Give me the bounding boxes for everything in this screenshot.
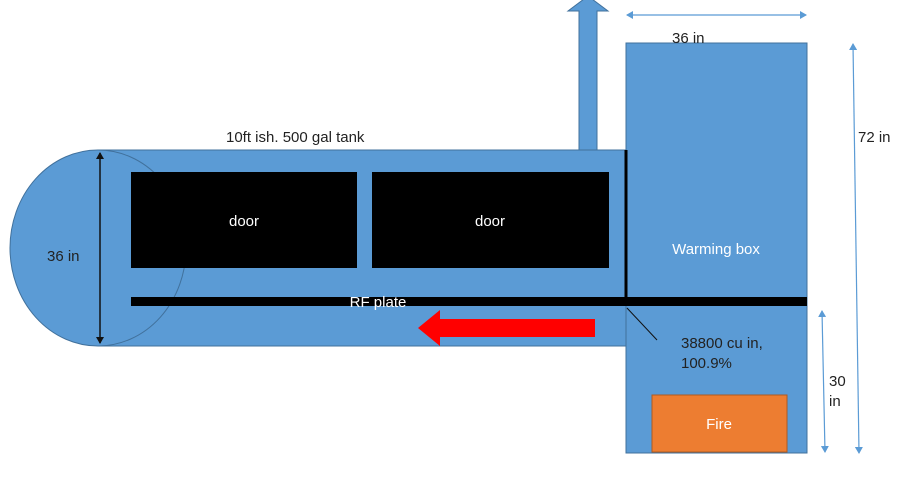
rf-plate: [131, 297, 807, 306]
rf-plate-label: RF plate: [350, 294, 407, 311]
box-height-dimension: [849, 43, 863, 454]
firebox-height-dimension: [818, 310, 829, 453]
tank-height-label: 36 in: [47, 248, 80, 265]
firebox-height-label-2: in: [829, 393, 841, 410]
door-right-label: door: [475, 213, 505, 230]
tank-label: 10ft ish. 500 gal tank: [226, 129, 365, 146]
box-height-label: 72 in: [858, 129, 891, 146]
exhaust-stack-arrow: [566, 0, 610, 151]
warming-box: [625, 42, 808, 454]
fire-label: Fire: [706, 416, 732, 433]
volume-callout-line: [626, 307, 658, 341]
door-left-label: door: [229, 213, 259, 230]
box-width-label: 36 in: [672, 30, 705, 47]
fire-box: [651, 394, 788, 453]
door-left: [131, 172, 357, 268]
heat-flow-arrow: [418, 310, 595, 346]
volume-label-1: 38800 cu in,: [681, 335, 763, 352]
door-right: [372, 172, 609, 268]
warming-box-label: Warming box: [672, 241, 760, 258]
volume-label-2: 100.9%: [681, 355, 732, 372]
firebox-height-label-1: 30: [829, 373, 846, 390]
